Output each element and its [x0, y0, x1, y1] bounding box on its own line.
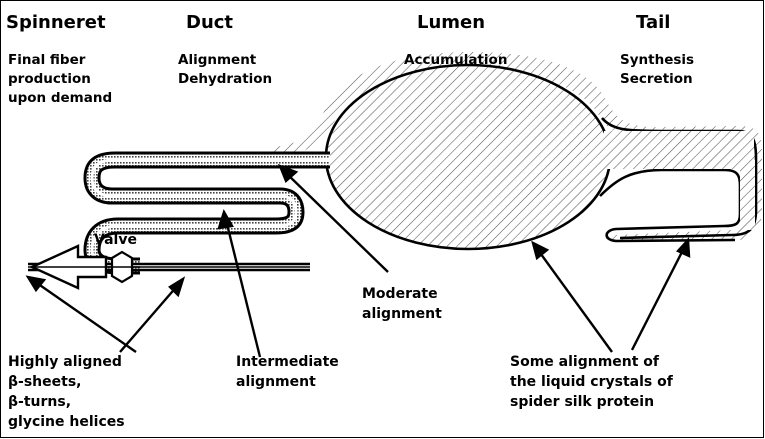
- high-label-line4: glycine helices: [8, 414, 125, 430]
- spinneret-title: Spinneret: [6, 12, 106, 33]
- tail-desc-line1: Synthesis: [620, 52, 694, 68]
- spinneret-valve: [28, 246, 310, 288]
- intermediate-label-line2: alignment: [236, 374, 316, 390]
- lumen-title: Lumen: [417, 12, 485, 33]
- duct-desc-line2: Dehydration: [178, 71, 272, 87]
- some-label-line1: Some alignment of: [510, 354, 660, 370]
- duct-loop: [92, 160, 330, 266]
- some-label-line3: spider silk protein: [510, 394, 654, 410]
- high-arrowhead-left: [28, 277, 44, 290]
- valve-label: Valve: [94, 232, 137, 248]
- some-arrow-right: [632, 248, 684, 350]
- tail-title: Tail: [636, 12, 670, 33]
- intermediate-arrow: [226, 220, 260, 357]
- spinneret-desc-line3: upon demand: [8, 90, 112, 106]
- high-label-line3: β-turns,: [8, 394, 71, 410]
- intermediate-label-line1: Intermediate: [236, 354, 339, 370]
- high-label-line1: Highly aligned: [8, 354, 122, 370]
- tail-desc-line2: Secretion: [620, 71, 693, 87]
- high-arrow-right: [120, 285, 178, 352]
- high-arrow-left: [34, 281, 136, 352]
- duct-desc-line1: Alignment: [178, 52, 257, 68]
- high-label-line2: β-sheets,: [8, 374, 81, 390]
- moderate-label-line1: Moderate: [362, 286, 438, 302]
- moderate-label-line2: alignment: [362, 306, 442, 322]
- spinneret-desc-line1: Final fiber: [8, 52, 86, 68]
- lumen-desc-line1: Accumulation: [404, 52, 507, 68]
- some-arrowhead-left: [533, 243, 547, 258]
- some-label-line2: the liquid crystals of: [510, 374, 674, 390]
- some-arrowhead-right: [678, 240, 689, 256]
- spinneret-desc-line2: production: [8, 71, 91, 87]
- some-arrow-left: [538, 250, 612, 352]
- duct-title: Duct: [186, 12, 233, 33]
